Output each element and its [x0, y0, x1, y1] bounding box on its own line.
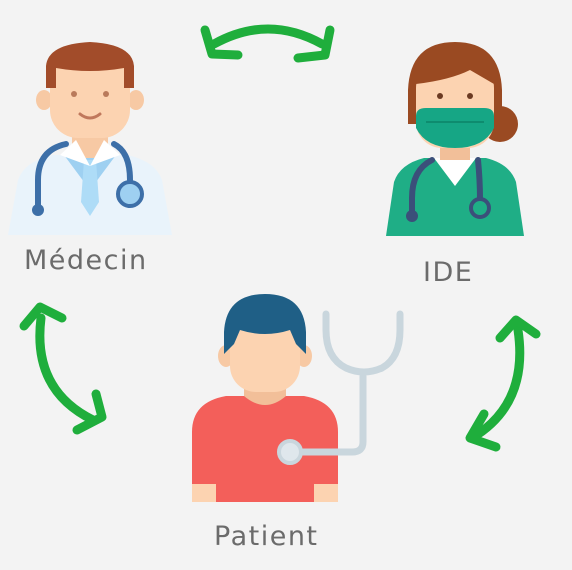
nurse-eye-right: [467, 93, 473, 99]
doctor-illustration: [8, 42, 172, 235]
doctor-face: [50, 56, 130, 138]
nurse-collar: [434, 158, 476, 186]
doctor-stethoscope: [35, 141, 133, 211]
nurse-stethoscope-chest-piece: [469, 197, 491, 219]
patient-label: Patient: [214, 521, 319, 552]
nurse-scrubs: [386, 158, 524, 236]
doctor-ear-left: [36, 90, 52, 110]
doctor-eye-right: [103, 91, 109, 97]
patient-shirt: [192, 396, 338, 502]
doctor-stethoscope-chest-piece: [116, 180, 144, 208]
nurse-stethoscope-earpiece: [406, 210, 418, 222]
doctor-stethoscope-earpiece: [32, 204, 44, 216]
nurse-fringe: [416, 56, 494, 84]
nurse-label: IDE: [423, 257, 474, 288]
patient-hair: [224, 294, 306, 354]
doctor-nurse-arrow: [200, 24, 335, 63]
nurse-stethoscope: [409, 157, 483, 215]
patient-stethoscope: [294, 310, 404, 456]
doctor-label: Médecin: [24, 245, 148, 276]
doctor-tie: [81, 160, 99, 216]
doctor-smile: [78, 112, 102, 120]
nurse-patient-arrow: [465, 315, 541, 452]
nurse-illustration: [386, 42, 524, 236]
patient-illustration: [192, 294, 404, 502]
patient-hand-left: [192, 484, 216, 502]
doctor-hair: [46, 42, 134, 88]
patient-hand-right: [314, 484, 338, 502]
doctor-collar-right: [90, 140, 120, 166]
patient-stethoscope-chest-piece: [277, 439, 303, 465]
doctor-eye-left: [71, 91, 77, 97]
doctor-collar-left: [60, 140, 90, 166]
nurse-mask: [416, 108, 494, 148]
nurse-eye-left: [437, 93, 443, 99]
doctor-patient-arrow: [19, 302, 107, 435]
doctor-ear-right: [128, 90, 144, 110]
